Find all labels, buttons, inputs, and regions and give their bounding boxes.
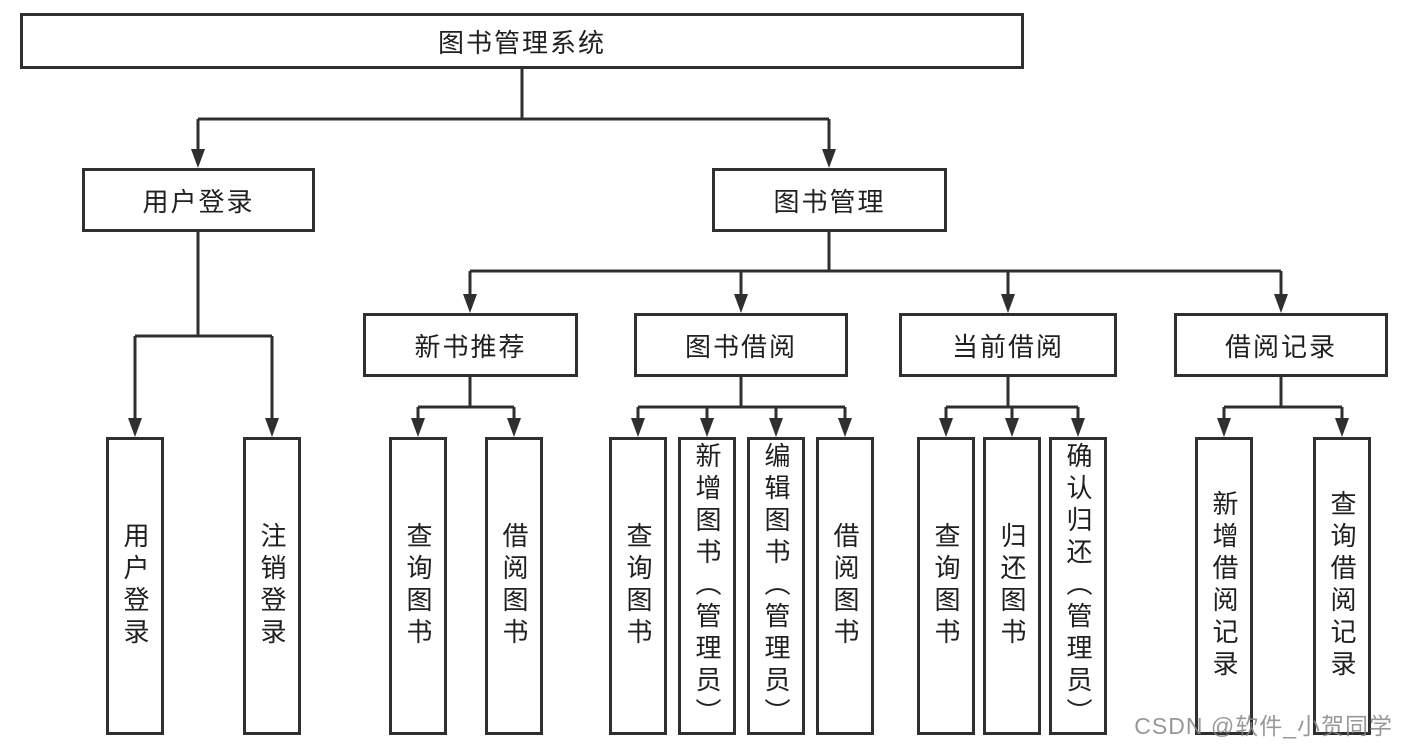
leaf-newrec-query-books-label: 查询图书 <box>403 522 433 650</box>
leaf-current-confirm-return-admin: 确认归还（管理员） <box>1049 437 1107 735</box>
node-book-management-label: 图书管理 <box>773 186 886 217</box>
node-book-management: 图书管理 <box>712 168 947 232</box>
node-borrowing-records: 借阅记录 <box>1174 313 1388 377</box>
leaf-user-login: 用户登录 <box>106 437 164 735</box>
leaf-records-add-record: 新增借阅记录 <box>1195 437 1253 735</box>
leaf-borrow-borrow-books: 借阅图书 <box>816 437 874 735</box>
leaf-logout-login: 注销登录 <box>243 437 301 735</box>
leaf-current-confirm-return-admin-label: 确认归还（管理员） <box>1063 442 1093 730</box>
leaf-current-return-books: 归还图书 <box>983 437 1041 735</box>
node-user-login: 用户登录 <box>82 168 315 232</box>
node-current-borrowing: 当前借阅 <box>899 313 1117 377</box>
leaf-newrec-borrow-books: 借阅图书 <box>485 437 543 735</box>
leaf-newrec-query-books: 查询图书 <box>389 437 447 735</box>
leaf-user-login-label: 用户登录 <box>120 522 150 650</box>
leaf-borrow-query-books: 查询图书 <box>609 437 667 735</box>
node-root-system: 图书管理系统 <box>20 13 1024 69</box>
leaf-records-query-record-label: 查询借阅记录 <box>1327 490 1357 682</box>
leaf-borrow-add-books-admin-label: 新增图书（管理员） <box>692 442 722 730</box>
leaf-borrow-add-books-admin: 新增图书（管理员） <box>678 437 736 735</box>
leaf-records-add-record-label: 新增借阅记录 <box>1209 490 1239 682</box>
node-book-borrowing-label: 图书借阅 <box>684 331 797 362</box>
node-current-borrowing-label: 当前借阅 <box>951 331 1064 362</box>
leaf-borrow-query-books-label: 查询图书 <box>623 522 653 650</box>
node-user-login-label: 用户登录 <box>142 186 255 217</box>
node-borrowing-records-label: 借阅记录 <box>1224 331 1337 362</box>
node-book-borrowing: 图书借阅 <box>634 313 848 377</box>
leaf-borrow-edit-books-admin: 编辑图书（管理员） <box>747 437 805 735</box>
leaf-current-query-books: 查询图书 <box>917 437 975 735</box>
csdn-watermark: CSDN @软件_小贺同学 <box>1134 713 1393 739</box>
leaf-current-query-books-label: 查询图书 <box>931 522 961 650</box>
leaf-records-query-record: 查询借阅记录 <box>1313 437 1371 735</box>
node-new-book-recommend: 新书推荐 <box>363 313 578 377</box>
node-root-system-label: 图书管理系统 <box>437 27 606 58</box>
leaf-logout-login-label: 注销登录 <box>257 522 287 650</box>
leaf-newrec-borrow-books-label: 借阅图书 <box>499 522 529 650</box>
leaf-borrow-edit-books-admin-label: 编辑图书（管理员） <box>761 442 791 730</box>
node-new-book-recommend-label: 新书推荐 <box>414 331 527 362</box>
leaf-current-return-books-label: 归还图书 <box>997 522 1027 650</box>
leaf-borrow-borrow-books-label: 借阅图书 <box>830 522 860 650</box>
